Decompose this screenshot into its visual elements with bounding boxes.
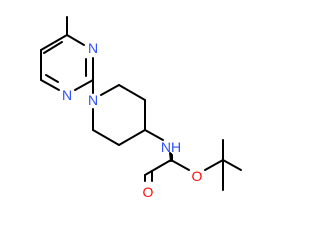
bond-pyrimidine-c6-n1 — [40, 79, 60, 91]
atom-label-pyrimidine-n3: N — [88, 40, 98, 56]
bond-piperidine-c5-c6 — [92, 129, 120, 146]
bond-pyrimidine-n3-c4 — [66, 34, 85, 46]
atom-label-ester-o: O — [192, 168, 203, 184]
bond-pyrimidine-c4-c5-inner — [43, 41, 63, 54]
bond-pyrimidine-c4-c5 — [40, 34, 68, 51]
atom-label-piperidine-n: N — [88, 92, 98, 108]
bond-piperidine-c2-c3 — [118, 84, 146, 101]
atom-label-carbonyl-o: O — [143, 184, 154, 200]
bond-piperidine-n-c2 — [100, 84, 120, 96]
bond-tbu-methyl-right — [222, 159, 242, 171]
bond-oester-quaternary-c — [204, 159, 224, 171]
atom-labels: N N N NH O O — [62, 40, 203, 200]
bond-carbonyl-c-oester — [170, 159, 190, 171]
atom-label-carbamate-nh: NH — [161, 139, 181, 155]
molecule-structure: N N N NH O O — [40, 16, 242, 200]
bond-pyrimidine-c6-n1-inner — [45, 74, 59, 83]
bond-piperidine-c4-c5 — [118, 129, 146, 146]
bond-pyrimidine-n1-c2 — [74, 79, 94, 91]
bonds — [40, 16, 242, 191]
atom-label-pyrimidine-n1: N — [62, 87, 72, 103]
bond-carbonyl-c-left — [144, 159, 172, 176]
bond-c4-nh — [144, 129, 164, 141]
